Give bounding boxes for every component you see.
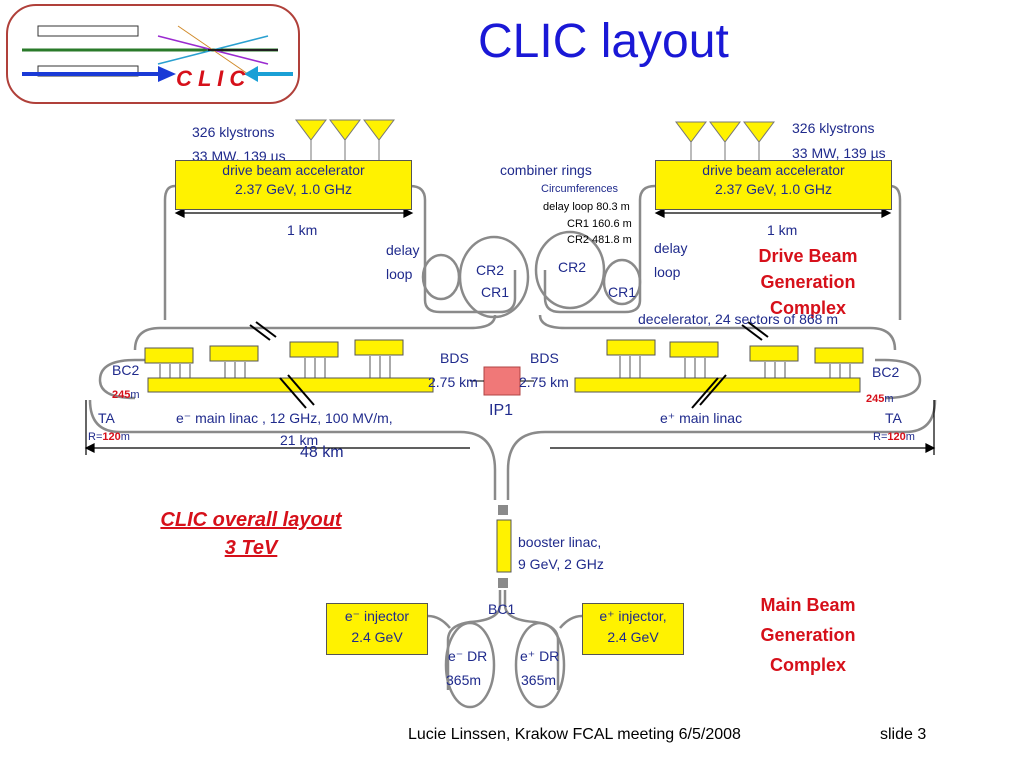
eminus-dr-length: 365m (446, 672, 482, 688)
left-ta-prefix: R= (88, 431, 103, 443)
right-delay-label: delay (654, 240, 688, 256)
left-ta-radius: R=120m (88, 431, 130, 443)
right-klystrons-spec: 33 MW, 139 µs (792, 145, 886, 161)
combiner-rings-label: combiner rings (500, 162, 592, 178)
circumference-cr1: CR1 160.6 m (567, 218, 632, 230)
right-ta-unit: m (905, 431, 915, 443)
left-cr2-label: CR2 (476, 262, 505, 278)
right-bds-length: 2.75 km (519, 374, 569, 390)
eminus-linac-label: e⁻ main linac , 12 GHz, 100 MV/m, (176, 410, 393, 426)
drive-beam-complex-line2: Generation (760, 272, 856, 292)
eplus-injector-line1: e⁺ injector, (599, 608, 667, 624)
booster-linac-spec: 9 GeV, 2 GHz (518, 556, 604, 572)
main-beam-complex-label: Main Beam Generation Complex (738, 590, 878, 680)
overall-layout-label: CLIC overall layout 3 TeV (116, 506, 386, 562)
ip-label: IP1 (489, 402, 514, 419)
left-ta-label: TA (98, 410, 115, 426)
left-cr1-label: CR1 (481, 284, 510, 300)
footer-slide-number: slide 3 (880, 726, 927, 743)
eminus-injector: e⁻ injector 2.4 GeV (326, 603, 428, 655)
right-ta-radius: R=120m (873, 431, 915, 443)
eplus-dr-length: 365m (521, 672, 557, 688)
page-title: CLIC layout (478, 15, 729, 68)
bc1-label: BC1 (488, 601, 516, 617)
eplus-injector: e⁺ injector, 2.4 GeV (582, 603, 684, 655)
right-klystrons-label: 326 klystrons (792, 120, 875, 136)
eplus-linac-label: e⁺ main linac (660, 410, 743, 426)
right-ta-prefix: R= (873, 431, 888, 443)
circumferences-title: Circumferences (541, 183, 619, 195)
right-accel-line1: drive beam accelerator (702, 162, 845, 178)
right-bc2-value: 245 (866, 393, 885, 405)
eminus-dr-label: e⁻ DR (448, 648, 488, 664)
circumference-delay-loop: delay loop 80.3 m (543, 201, 630, 213)
drive-beam-complex-line1: Drive Beam (758, 246, 858, 266)
left-ta-unit: m (120, 431, 130, 443)
clic-logo: C L I C (6, 4, 300, 104)
right-length-label: 1 km (767, 222, 798, 238)
logo-text: C L I C (176, 66, 246, 91)
left-bc2-value: 245 (112, 389, 131, 401)
right-accel-line2: 2.37 GeV, 1.0 GHz (715, 181, 832, 197)
right-cr2-label: CR2 (558, 259, 587, 275)
overall-layout-line1: CLIC overall layout (160, 509, 342, 531)
right-cr1-label: CR1 (608, 284, 637, 300)
main-beam-complex-line3: Complex (769, 655, 847, 675)
right-loop-label: loop (654, 264, 681, 280)
left-length-label: 1 km (287, 222, 318, 238)
drive-beam-complex-line3: Complex (769, 298, 847, 318)
right-bc2-label: BC2 (872, 364, 900, 380)
right-bc2-unit: m (884, 393, 894, 405)
main-beam-complex-line2: Generation (760, 625, 856, 645)
left-drive-beam-accelerator: drive beam accelerator 2.37 GeV, 1.0 GHz (175, 160, 412, 210)
footer-author: Lucie Linssen, Krakow FCAL meeting 6/5/2… (408, 726, 741, 743)
main-beam-complex-line1: Main Beam (760, 595, 856, 615)
eminus-linac-length: 21 km (280, 432, 319, 448)
clic-logo-graphic (22, 25, 293, 82)
left-bds-length: 2.75 km (428, 374, 478, 390)
drive-beam-complex-label: Drive Beam Generation Complex (738, 243, 878, 321)
overall-layout-line2: 3 TeV (224, 537, 278, 559)
circumference-cr2: CR2 481.8 m (567, 234, 632, 246)
total-length-label: 48 km (300, 444, 344, 461)
decelerator-label: decelerator, 24 sectors of 868 m (638, 311, 838, 327)
left-loop-label: loop (386, 266, 413, 282)
right-ta-value: 120 (887, 431, 906, 443)
booster-linac-label: booster linac, (518, 534, 602, 550)
eminus-injector-line2: 2.4 GeV (351, 629, 403, 645)
left-bc2-label: BC2 (112, 362, 140, 378)
eplus-injector-line2: 2.4 GeV (607, 629, 659, 645)
right-drive-beam-accelerator: drive beam accelerator 2.37 GeV, 1.0 GHz (655, 160, 892, 210)
left-bds-label: BDS (440, 350, 469, 366)
left-bc2-unit: m (130, 389, 140, 401)
left-accel-line1: drive beam accelerator (222, 162, 365, 178)
left-ta-value: 120 (102, 431, 121, 443)
right-ta-label: TA (885, 410, 902, 426)
left-delay-label: delay (386, 242, 420, 258)
eplus-dr-label: e⁺ DR (520, 648, 560, 664)
right-bds-label: BDS (530, 350, 559, 366)
left-accel-line2: 2.37 GeV, 1.0 GHz (235, 181, 352, 197)
left-bc2-length: 245m (112, 389, 140, 401)
right-bc2-length: 245m (866, 393, 894, 405)
left-klystrons-label: 326 klystrons (192, 124, 275, 140)
eminus-injector-line1: e⁻ injector (344, 608, 410, 624)
